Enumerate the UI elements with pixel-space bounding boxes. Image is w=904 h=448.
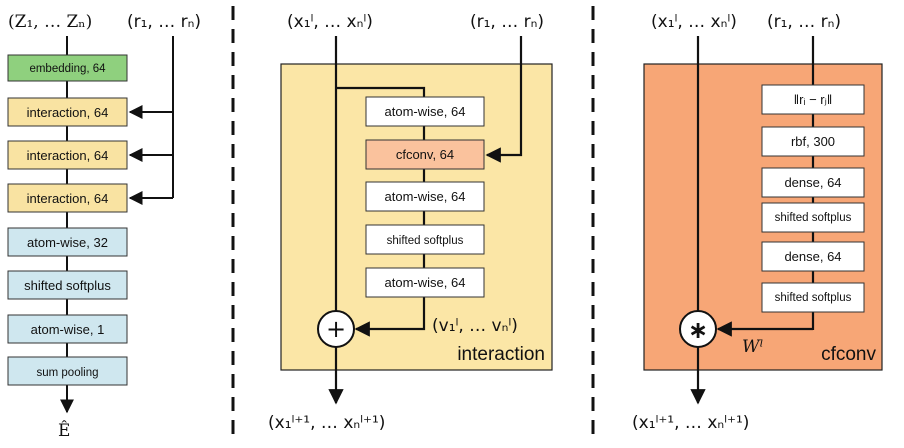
left-panel: (Z₁, … Zₙ) (r₁, … rₙ) embedding, 64 inte… <box>7 12 201 441</box>
left-layer-label: interaction, 64 <box>27 148 109 163</box>
cfconv-box-3: shifted softplus <box>761 202 865 233</box>
interaction-box-1: cfconv, 64 <box>365 139 485 170</box>
interaction-box-label: atom-wise, 64 <box>385 275 466 290</box>
left-layer-2: interaction, 64 <box>7 140 128 170</box>
interaction-panel-title: interaction <box>457 344 545 365</box>
cfconv-box-label: shifted softplus <box>775 292 852 304</box>
interaction-box-label: shifted softplus <box>387 235 464 247</box>
left-layer-6: atom-wise, 1 <box>7 314 128 344</box>
interaction-box-label: atom-wise, 64 <box>385 189 466 204</box>
plus-symbol: + <box>326 315 346 343</box>
left-layer-label: sum pooling <box>36 367 98 379</box>
cfconv-box-0: ‖rᵢ − rⱼ‖ <box>761 84 865 115</box>
interaction-input-r: (r₁, … rₙ) <box>470 12 544 32</box>
cfconv-box-label: dense, 64 <box>784 175 841 190</box>
left-layer-label: embedding, 64 <box>29 63 106 75</box>
cfconv-input-x: (x₁ˡ, … xₙˡ) <box>651 12 737 32</box>
cfconv-output: (x₁ˡ⁺¹, … xₙˡ⁺¹) <box>632 413 749 433</box>
left-layer-7: sum pooling <box>7 356 128 386</box>
left-output-energy: Ê <box>58 420 70 441</box>
interaction-box-label: cfconv, 64 <box>396 147 454 162</box>
interaction-box-4: atom-wise, 64 <box>365 267 485 298</box>
interaction-v-line <box>354 296 426 337</box>
left-input-z: (Z₁, … Zₙ) <box>8 12 92 32</box>
interaction-box-3: shifted softplus <box>365 224 485 255</box>
cfconv-box-label: ‖rᵢ − rⱼ‖ <box>794 92 833 107</box>
interaction-output: (x₁ˡ⁺¹, … xₙˡ⁺¹) <box>268 413 385 433</box>
cfconv-w-label: Wˡ <box>742 337 764 357</box>
cfconv-box-5: shifted softplus <box>761 282 865 313</box>
left-layer-label: shifted softplus <box>24 278 111 293</box>
left-layer-5: shifted softplus <box>7 270 128 300</box>
left-layer-label: interaction, 64 <box>27 105 109 120</box>
left-layer-label: atom-wise, 32 <box>27 235 108 250</box>
cfconv-box-2: dense, 64 <box>761 167 865 198</box>
left-layer-4: atom-wise, 32 <box>7 227 128 257</box>
interaction-v-label: (v₁ˡ, … vₙˡ) <box>432 316 518 336</box>
interaction-box-0: atom-wise, 64 <box>365 96 485 127</box>
interaction-r-line <box>485 36 523 163</box>
interaction-box-2: atom-wise, 64 <box>365 181 485 212</box>
cfconv-box-label: rbf, 300 <box>791 134 835 149</box>
cfconv-box-4: dense, 64 <box>761 241 865 272</box>
interaction-input-x: (x₁ˡ, … xₙˡ) <box>287 12 373 32</box>
plus-node: + <box>317 310 355 348</box>
interaction-panel: (x₁ˡ, … xₙˡ) (r₁, … rₙ) atom-wise, 64 cf… <box>268 12 553 433</box>
cfconv-panel: (x₁ˡ, … xₙˡ) (r₁, … rₙ) ‖rᵢ − rⱼ‖ rbf, 3… <box>632 12 883 433</box>
left-layer-label: interaction, 64 <box>27 191 109 206</box>
cfconv-panel-title: cfconv <box>821 344 876 365</box>
left-layer-3: interaction, 64 <box>7 183 128 213</box>
left-layer-0: embedding, 64 <box>7 54 128 82</box>
left-layer-1: interaction, 64 <box>7 97 128 127</box>
left-input-r: (r₁, … rₙ) <box>127 12 201 32</box>
cfconv-box-label: dense, 64 <box>784 249 841 264</box>
cfconv-box-1: rbf, 300 <box>761 126 865 157</box>
left-layer-label: atom-wise, 1 <box>31 322 105 337</box>
cfconv-input-r: (r₁, … rₙ) <box>767 12 841 32</box>
star-node: ∗ <box>679 310 717 348</box>
cfconv-box-label: shifted softplus <box>775 212 852 224</box>
interaction-branch <box>336 86 426 96</box>
interaction-box-label: atom-wise, 64 <box>385 104 466 119</box>
star-symbol: ∗ <box>688 316 708 344</box>
